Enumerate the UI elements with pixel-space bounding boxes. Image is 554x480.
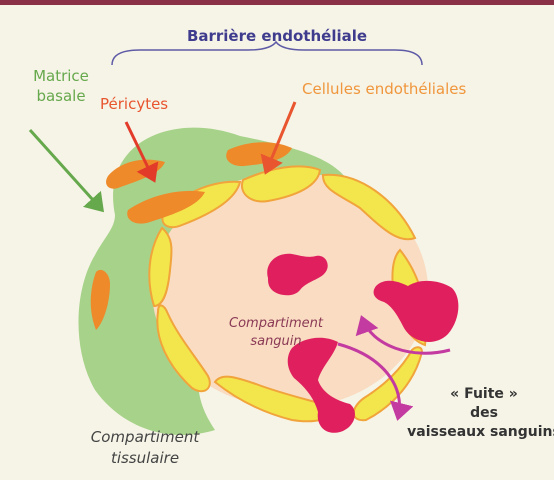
leak-label-line2: des bbox=[394, 404, 554, 423]
basal-matrix-label-line1: Matrice bbox=[20, 66, 102, 86]
basal-matrix-label-line2: basale bbox=[20, 86, 102, 106]
pericytes-label: Péricytes bbox=[100, 95, 168, 113]
tissue-compartment-label: Compartiment tissulaire bbox=[55, 427, 235, 469]
blood-compartment-label-line2: sanguin bbox=[196, 333, 356, 351]
leak-label: « Fuite » des vaisseaux sanguins bbox=[394, 385, 554, 442]
blood-compartment-label-line1: Compartiment bbox=[196, 315, 356, 333]
matrix-arrow bbox=[30, 130, 102, 210]
tissue-compartment-label-line2: tissulaire bbox=[55, 448, 235, 469]
endothelial-cells-label: Cellules endothéliales bbox=[302, 80, 466, 98]
basal-matrix-label: Matrice basale bbox=[20, 66, 102, 106]
blood-compartment-label: Compartiment sanguin bbox=[196, 315, 356, 351]
barrier-label: Barrière endothéliale bbox=[0, 27, 554, 45]
tissue-compartment-label-line1: Compartiment bbox=[55, 427, 235, 448]
barrier-brace bbox=[112, 42, 422, 65]
leak-label-line3: vaisseaux sanguins bbox=[394, 423, 554, 442]
leak-label-line1: « Fuite » bbox=[394, 385, 554, 404]
